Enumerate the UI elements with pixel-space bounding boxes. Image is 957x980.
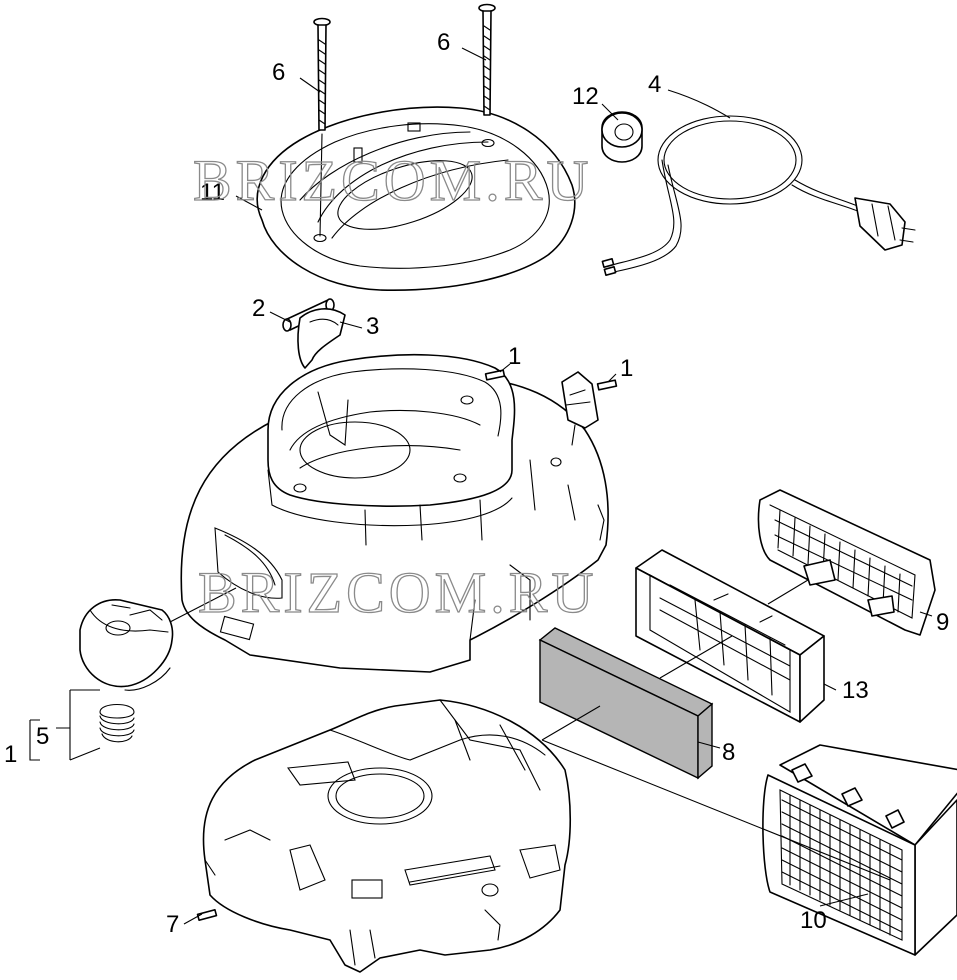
callout-12: 12 (572, 83, 599, 110)
callout-3: 3 (366, 313, 379, 340)
part-5-knob (79, 599, 174, 691)
leader-lines (29, 47, 933, 925)
part-9-grille (757, 489, 936, 636)
callout-7: 7 (166, 911, 179, 938)
watermark-middle: BRIZCOM.RU (198, 560, 597, 625)
callout-labels: 6 6 11 12 4 2 3 1 1 5 1 7 8 13 9 10 (4, 29, 949, 938)
callout-1-left: 1 (4, 741, 17, 768)
callout-2: 2 (252, 295, 265, 322)
callout-1-top: 1 (508, 343, 521, 370)
main-upper-housing (180, 353, 609, 673)
part-13-filter-frame (635, 549, 825, 723)
callout-13: 13 (842, 677, 869, 704)
part-1-plug-right (561, 371, 599, 446)
lower-base-housing (202, 699, 572, 973)
part-1-pin-right (596, 379, 618, 391)
callout-6-right: 6 (437, 29, 450, 56)
part-7-pin (196, 908, 218, 922)
part-3-latch (297, 308, 346, 369)
callout-10: 10 (800, 907, 827, 934)
part-6-screw-left (313, 17, 331, 237)
callout-4: 4 (648, 71, 661, 98)
callout-9: 9 (936, 609, 949, 636)
part-8-filter-pad (538, 627, 714, 780)
callout-6-left: 6 (272, 59, 285, 86)
part-11-top-cover (256, 106, 576, 291)
callout-1-right: 1 (620, 355, 633, 382)
part-12-ferrite-ring (601, 111, 643, 163)
part-1-pin-top (484, 369, 506, 381)
part-5-spring (99, 703, 135, 743)
callout-8: 8 (722, 739, 735, 766)
part-4-power-cord (601, 115, 916, 276)
part-6-screw-right (478, 3, 496, 116)
callout-5: 5 (36, 723, 49, 750)
callout-11: 11 (200, 179, 225, 206)
part-10-hepa-filter (762, 744, 957, 956)
watermark-top: BRIZCOM.RU (193, 148, 592, 213)
